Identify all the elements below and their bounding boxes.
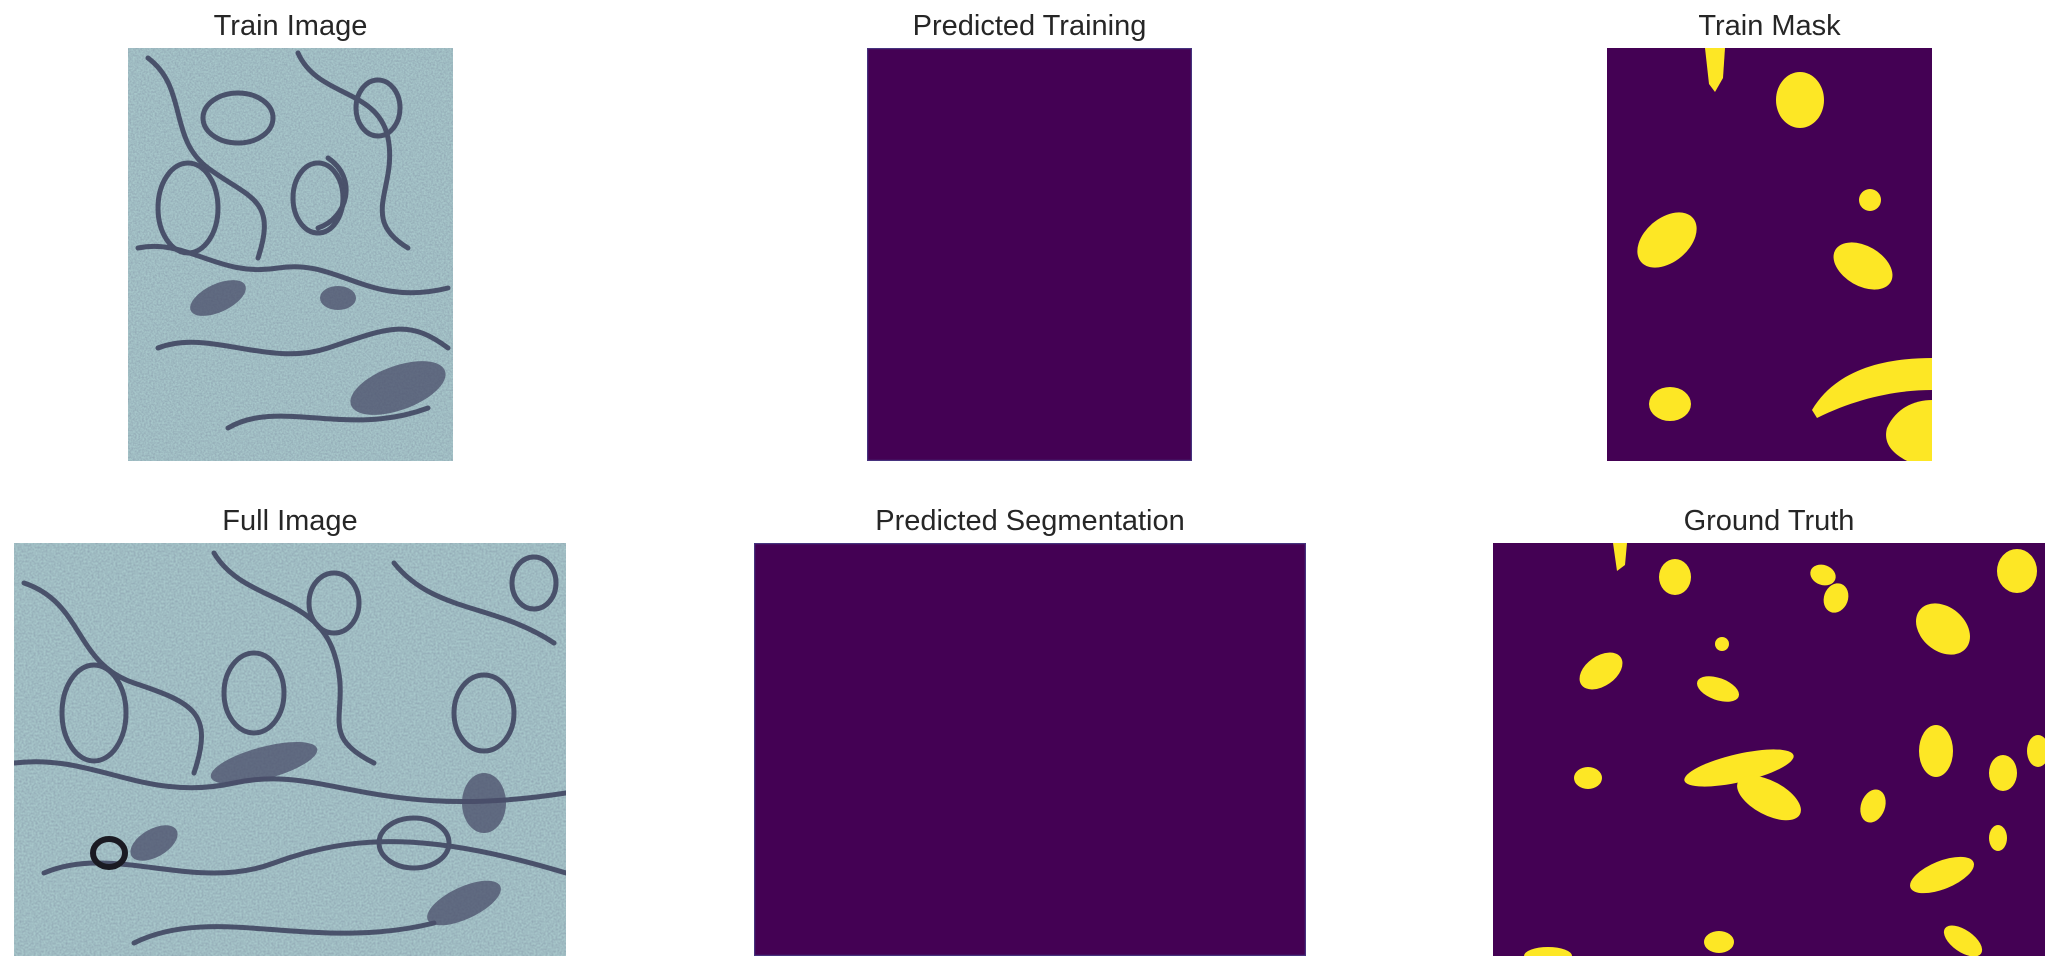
train-image-picture <box>128 48 453 461</box>
panel-title: Train Mask <box>1698 10 1841 42</box>
panel-ground-truth: Ground Truth <box>1493 503 2045 958</box>
panel-full-image: Full Image <box>14 503 566 958</box>
panel-title: Train Image <box>213 10 368 42</box>
train-mask-picture <box>1607 48 1932 461</box>
full-image-picture <box>14 543 566 956</box>
panel-title: Predicted Segmentation <box>875 505 1185 537</box>
predicted-segmentation-picture <box>754 543 1306 956</box>
panel-title: Ground Truth <box>1683 505 1855 537</box>
panel-predicted-segmentation: Predicted Segmentation <box>754 503 1306 958</box>
panel-title: Predicted Training <box>912 10 1147 42</box>
panel-train-mask: Train Mask <box>1607 8 1932 463</box>
panel-title: Full Image <box>222 505 358 537</box>
panel-train-image: Train Image <box>128 8 453 463</box>
panel-predicted-training: Predicted Training <box>867 8 1192 463</box>
predicted-training-picture <box>867 48 1192 461</box>
ground-truth-picture <box>1493 543 2045 956</box>
